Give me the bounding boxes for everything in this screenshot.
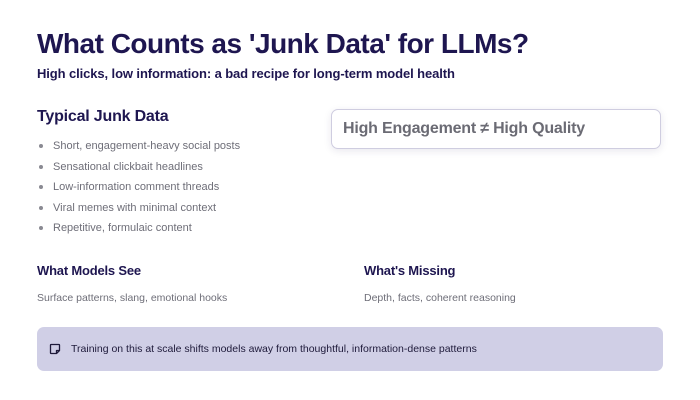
junk-data-list: Short, engagement-heavy social posts Sen… [37, 136, 240, 239]
list-item-text: Low-information comment threads [53, 181, 220, 193]
bullet-icon [39, 226, 43, 231]
bullet-icon [39, 185, 43, 190]
sticky-note-icon [49, 343, 61, 355]
training-note-banner: Training on this at scale shifts models … [37, 327, 663, 371]
bullet-icon [39, 205, 43, 210]
engagement-quality-callout: High Engagement ≠ High Quality [331, 109, 661, 149]
what-models-see-section: What Models See Surface patterns, slang,… [37, 263, 227, 304]
list-item: Short, engagement-heavy social posts [37, 136, 240, 157]
what-models-see-heading: What Models See [37, 263, 141, 278]
list-item: Viral memes with minimal context [37, 198, 240, 219]
whats-missing-text: Depth, facts, coherent reasoning [364, 292, 516, 304]
note-text: Training on this at scale shifts models … [71, 343, 477, 355]
list-item-text: Sensational clickbait headlines [53, 160, 203, 173]
page-subtitle: High clicks, low information: a bad reci… [37, 66, 455, 81]
list-item-text: Repetitive, formulaic content [53, 222, 192, 234]
typical-junk-data-heading: Typical Junk Data [37, 108, 169, 125]
list-item: Repetitive, formulaic content [37, 218, 240, 239]
list-item-text: Viral memes with minimal context [53, 201, 217, 214]
page-title: What Counts as 'Junk Data' for LLMs? [37, 28, 529, 59]
whats-missing-heading: What's Missing [364, 263, 456, 278]
list-item-text: Short, engagement-heavy social posts [53, 140, 241, 152]
bullet-icon [39, 164, 43, 169]
callout-text: High Engagement ≠ High Quality [343, 120, 585, 137]
what-models-see-text: Surface patterns, slang, emotional hooks [37, 292, 228, 304]
list-item: Sensational clickbait headlines [37, 157, 240, 178]
bullet-icon [39, 144, 43, 149]
whats-missing-section: What's Missing Depth, facts, coherent re… [364, 263, 516, 304]
list-item: Low-information comment threads [37, 177, 240, 198]
